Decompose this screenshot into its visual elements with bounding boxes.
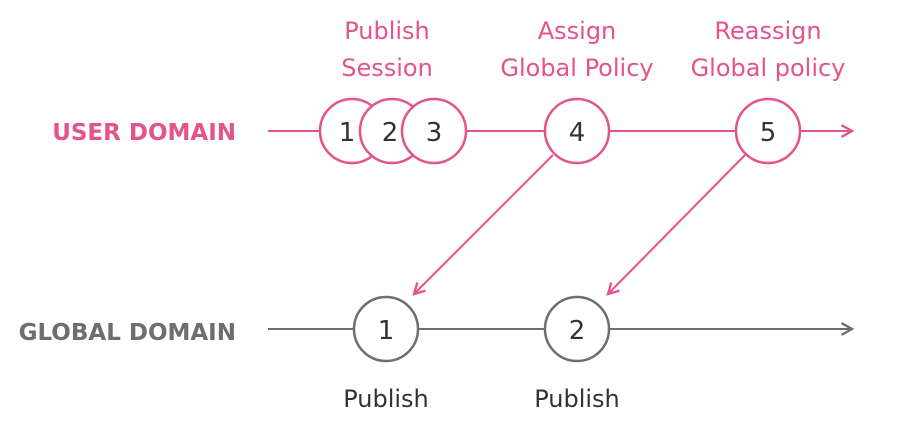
caption-reassign-global-policy-line2: Global policy	[691, 54, 846, 82]
caption-assign-global-policy-line1: Assign	[538, 17, 617, 45]
user-event-2-number: 2	[382, 118, 399, 148]
user-event-4: 4	[543, 97, 611, 165]
arrow-user4-to-global1	[414, 154, 554, 294]
user-event-5: 5	[734, 97, 802, 165]
caption-publish-session-line2: Session	[341, 54, 433, 82]
global-event-2-number: 2	[569, 316, 586, 346]
user-event-5-number: 5	[760, 118, 777, 148]
caption-global-publish-1: Publish	[343, 385, 429, 413]
user-event-3: 3	[400, 97, 468, 165]
arrow-user5-to-global2	[608, 154, 746, 294]
global-domain-label: GLOBAL DOMAIN	[19, 320, 236, 346]
caption-reassign-global-policy-line1: Reassign	[714, 17, 821, 45]
user-event-4-number: 4	[569, 118, 586, 148]
global-event-2: 2	[543, 295, 611, 363]
global-event-1: 1	[352, 295, 420, 363]
user-domain-label: USER DOMAIN	[52, 120, 236, 146]
caption-global-publish-2: Publish	[534, 385, 620, 413]
global-event-1-number: 1	[378, 316, 395, 346]
caption-publish-session-line1: Publish	[344, 17, 430, 45]
user-event-1-number: 1	[339, 118, 356, 148]
user-event-3-number: 3	[426, 118, 443, 148]
caption-assign-global-policy-line2: Global Policy	[500, 54, 653, 82]
